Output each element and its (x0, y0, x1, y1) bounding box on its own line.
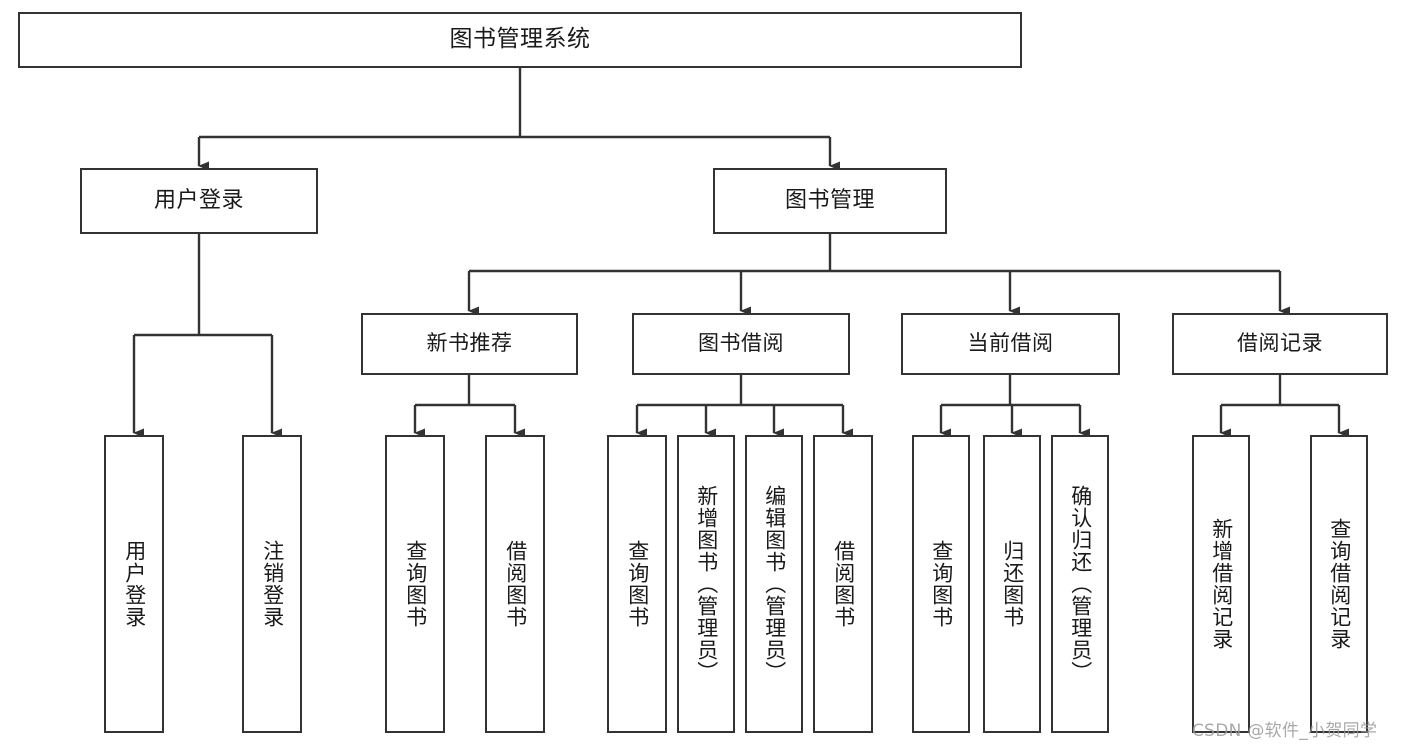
node-leaf-0-label: 用户登录 (122, 540, 147, 628)
node-leaf-12[interactable]: 查询借阅记录 (1310, 435, 1368, 733)
node-level3-0[interactable]: 新书推荐 (361, 313, 578, 375)
node-leaf-11-label: 新增借阅记录 (1209, 518, 1234, 650)
node-root-label: 图书管理系统 (449, 26, 591, 53)
node-leaf-12-label: 查询借阅记录 (1327, 518, 1352, 650)
node-leaf-7[interactable]: 借阅图书 (813, 435, 873, 733)
node-leaf-6[interactable]: 编辑图书（管理员） (745, 435, 803, 733)
node-leaf-6-label: 编辑图书（管理员） (762, 485, 787, 683)
node-leaf-7-label: 借阅图书 (831, 540, 856, 628)
node-leaf-3[interactable]: 借阅图书 (485, 435, 545, 733)
node-leaf-8[interactable]: 查询图书 (912, 435, 970, 733)
node-leaf-0[interactable]: 用户登录 (104, 435, 164, 733)
node-leaf-5[interactable]: 新增图书（管理员） (677, 435, 735, 733)
node-level3-0-label: 新书推荐 (426, 331, 513, 356)
node-level2-0[interactable]: 用户登录 (80, 168, 318, 234)
node-leaf-1[interactable]: 注销登录 (242, 435, 302, 733)
node-leaf-2-label: 查询图书 (403, 540, 428, 628)
node-leaf-10-label: 确认归还（管理员） (1068, 485, 1093, 683)
node-leaf-4-label: 查询图书 (625, 540, 650, 628)
node-level2-0-label: 用户登录 (153, 187, 244, 213)
node-level3-3[interactable]: 借阅记录 (1172, 313, 1388, 375)
node-leaf-10[interactable]: 确认归还（管理员） (1051, 435, 1109, 733)
node-leaf-2[interactable]: 查询图书 (385, 435, 445, 733)
node-leaf-11[interactable]: 新增借阅记录 (1192, 435, 1250, 733)
node-level3-3-label: 借阅记录 (1237, 331, 1323, 356)
node-leaf-9[interactable]: 归还图书 (983, 435, 1041, 733)
node-leaf-9-label: 归还图书 (1000, 540, 1025, 628)
node-level2-1-label: 图书管理 (784, 187, 875, 213)
node-root[interactable]: 图书管理系统 (18, 12, 1022, 68)
node-level3-1[interactable]: 图书借阅 (632, 313, 850, 375)
node-leaf-5-label: 新增图书（管理员） (694, 485, 719, 683)
node-leaf-4[interactable]: 查询图书 (607, 435, 667, 733)
node-level3-2-label: 当前借阅 (967, 331, 1054, 356)
node-leaf-1-label: 注销登录 (260, 540, 285, 628)
node-level3-2[interactable]: 当前借阅 (901, 313, 1120, 375)
node-level2-1[interactable]: 图书管理 (713, 168, 947, 234)
node-leaf-8-label: 查询图书 (929, 540, 954, 628)
node-level3-1-label: 图书借阅 (698, 331, 784, 356)
node-leaf-3-label: 借阅图书 (503, 540, 528, 628)
